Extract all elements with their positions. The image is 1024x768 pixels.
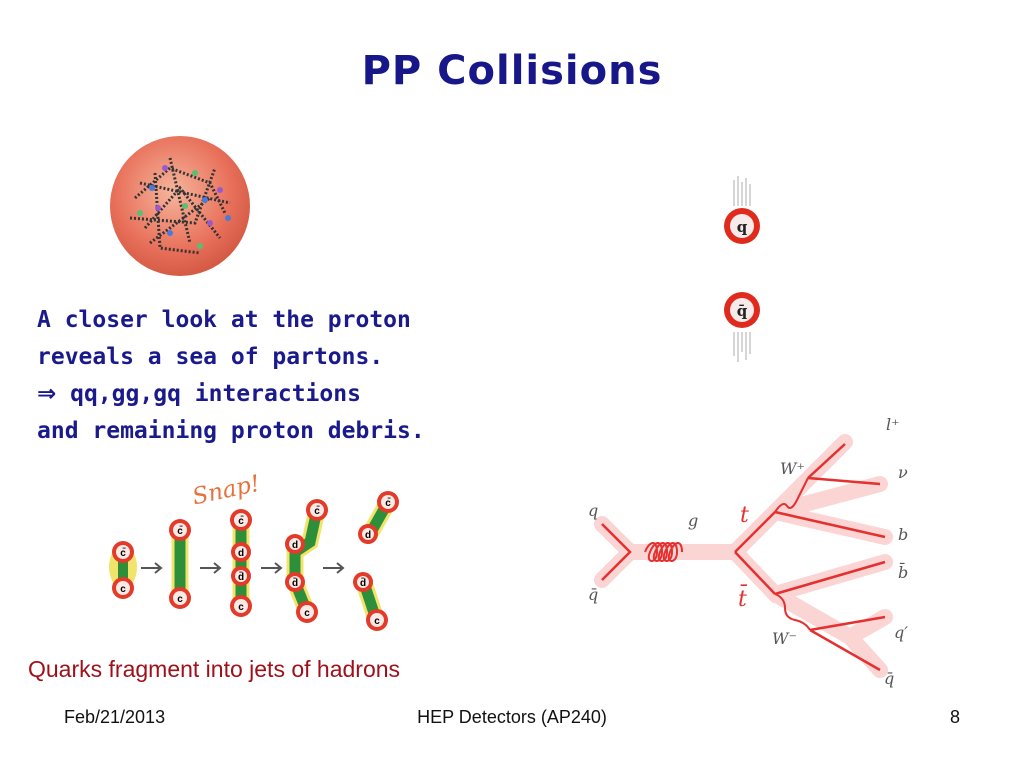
hadron-label: c̄ xyxy=(120,547,126,559)
label-qbar-in: q̄ xyxy=(588,585,598,604)
hadron-label: d xyxy=(238,548,244,559)
hadron-label: d xyxy=(365,530,371,541)
quark-label: q xyxy=(737,218,748,236)
stage-1: c̄ c xyxy=(109,541,137,599)
label-lepton: l⁺ xyxy=(886,415,900,434)
proton-illustration xyxy=(110,136,250,276)
hadron-label: d̄ xyxy=(360,577,366,589)
arrow-icon xyxy=(323,562,345,574)
label-gluon: g xyxy=(688,511,698,530)
label-q-prime: q′ xyxy=(894,623,908,642)
hadron-caption: Quarks fragment into jets of hadrons xyxy=(28,656,401,682)
label-w-minus: W⁻ xyxy=(772,629,797,648)
label-neutrino: ν xyxy=(898,463,908,482)
text-line-3: ⇒ qq,gg,gq interactions xyxy=(37,376,425,413)
label-w-plus: W⁺ xyxy=(780,459,805,478)
text-line-1: A closer look at the proton xyxy=(37,307,411,333)
implies-icon: ⇒ xyxy=(37,381,57,407)
label-qbar-out: q̄ xyxy=(884,669,894,688)
label-b: b xyxy=(898,525,908,544)
hadron-label: c xyxy=(304,608,310,619)
hadron-label: c̄ xyxy=(385,497,391,509)
text-line-2: reveals a sea of partons. xyxy=(37,344,384,370)
stage-4: c̄ d d̄ c xyxy=(285,499,328,623)
body-text: A closer look at the proton reveals a se… xyxy=(37,302,425,450)
glow-lines xyxy=(594,434,893,678)
particle-lines xyxy=(601,443,886,672)
hadron-label: c xyxy=(120,584,126,595)
parton-dots xyxy=(137,165,231,249)
w-plus-line xyxy=(774,477,809,513)
text-line-4: and remaining proton debris. xyxy=(37,418,425,444)
arrow-icon xyxy=(200,562,222,574)
stage-3: c̄ d d̄ c xyxy=(230,509,252,617)
label-bbar: b̄ xyxy=(898,561,908,582)
incoming-quarks: q q̄ xyxy=(724,176,760,362)
w-minus-line xyxy=(774,593,811,631)
footer-page-number: 8 xyxy=(950,707,961,727)
gluon-line xyxy=(644,542,683,562)
label-q-in: q xyxy=(588,501,598,520)
stage-5: c̄ d d̄ c xyxy=(353,491,399,631)
antiquark-label: q̄ xyxy=(737,302,748,320)
antiquark-ball-core xyxy=(730,298,754,322)
motion-lines-top xyxy=(733,176,751,206)
footer-date: Feb/21/2013 xyxy=(64,707,166,727)
hadron-label: d xyxy=(292,540,298,551)
hadron-label: d̄ xyxy=(238,571,244,583)
hadronization-illustration: Snap! c̄ c c̄ c c̄ d d̄ c c̄ d xyxy=(109,472,399,631)
label-top: t xyxy=(740,503,749,528)
slide-title: PP Collisions xyxy=(361,48,663,94)
hadron-label: c xyxy=(374,616,380,627)
hadron-label: d̄ xyxy=(292,577,298,589)
hadron-label: c̄ xyxy=(177,525,183,537)
gluon-strings xyxy=(129,157,231,255)
footer-course: HEP Detectors (AP240) xyxy=(417,707,607,727)
stage-2: c̄ c xyxy=(169,519,191,609)
hadron-label: c̄ xyxy=(238,515,244,527)
hadron-label: c xyxy=(238,602,244,613)
interactions-text: qq,gg,gq interactions xyxy=(70,381,361,407)
ttbar-feynman-diagram: q q̄ g W⁺ W⁻ l⁺ ν b b̄ q′ q̄ t t̄ xyxy=(588,415,908,688)
arrow-icon xyxy=(261,562,283,574)
motion-lines-bottom xyxy=(733,332,751,362)
snap-label: Snap! xyxy=(190,472,262,510)
label-antitop: t̄ xyxy=(738,584,748,612)
hadron-label: c̄ xyxy=(314,505,320,517)
hadron-label: c xyxy=(177,594,183,605)
quark-ball-core xyxy=(730,214,754,238)
arrow-icon xyxy=(141,562,163,574)
